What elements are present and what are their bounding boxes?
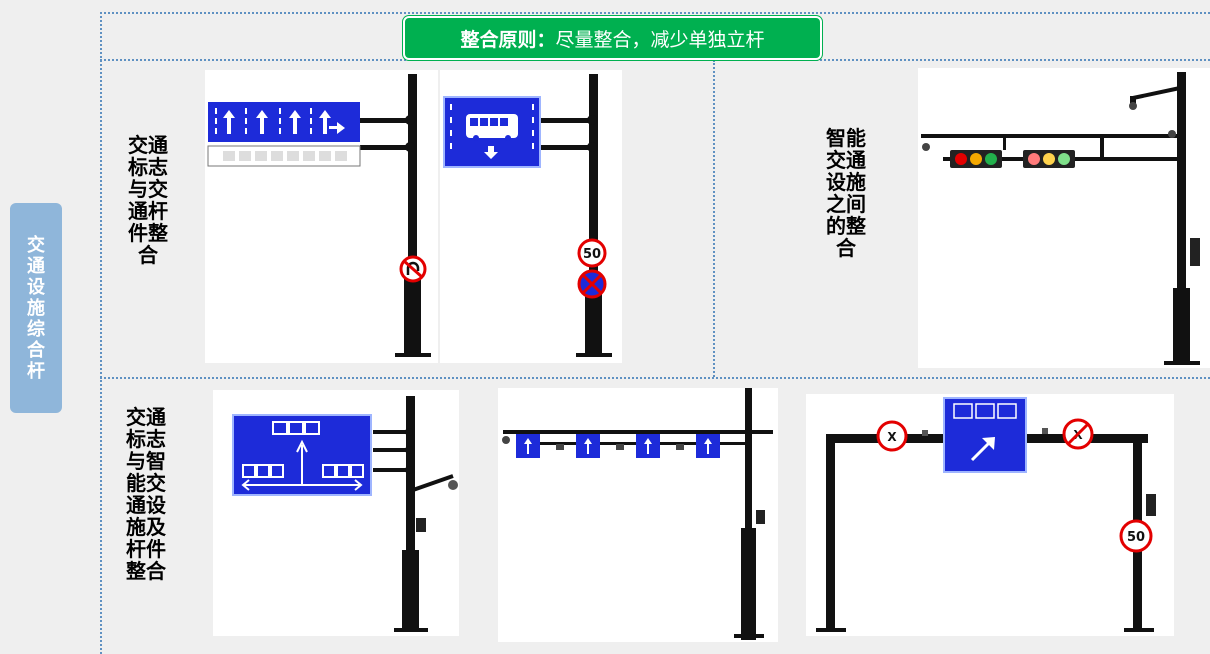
speed-limit-value-1: 50 <box>583 247 601 262</box>
signal-pole-illustration <box>921 72 1200 365</box>
category-sign-pole: 交通标志与交通杆件整合 <box>124 134 172 266</box>
traffic-light-right <box>1023 150 1075 168</box>
panel-frame-gantry: X X 50 <box>806 394 1174 636</box>
row-divider-top <box>100 59 1210 61</box>
no-entry-label-1: X <box>887 430 897 444</box>
speed-limit-value-2: 50 <box>1127 530 1145 545</box>
guide-sign <box>943 397 1027 473</box>
no-parking-sign <box>577 269 607 299</box>
row-divider-middle <box>100 377 1210 379</box>
speed-limit-sign-gantry: 50 <box>1119 519 1153 553</box>
category-smart-facilities: 智能交通设施之间的整合 <box>822 127 870 259</box>
side-category-tab: 交通设施综合杆 <box>10 203 62 413</box>
panel-gantry-lane-signs <box>498 388 778 642</box>
pole-illustration <box>373 396 458 632</box>
junction-direction-sign <box>232 414 372 496</box>
bus-lane-sign <box>443 96 541 168</box>
height-limit-sign-left: X <box>876 420 908 452</box>
speed-limit-sign: 50 <box>577 238 607 268</box>
height-limit-sign-right: X <box>1062 418 1094 450</box>
principle-text: 尽量整合，减少单独立杆 <box>555 28 765 51</box>
lane-direction-sign <box>208 102 360 142</box>
column-divider <box>713 60 715 377</box>
traffic-light-left <box>950 150 1002 168</box>
category-smart-facilities-label: 智能交通设施之间的整合 <box>826 126 866 260</box>
pole-illustration <box>360 74 431 357</box>
panel-bus-sign-pole: 50 <box>440 70 622 363</box>
panel-traffic-signal-pole <box>918 68 1210 368</box>
principle-banner: 整合原则： 尽量整合，减少单独立杆 <box>403 16 822 60</box>
category-sign-smart-pole-label: 交通标志与智能交通设施及杆件整合 <box>126 405 166 583</box>
pole-illustration <box>502 388 773 640</box>
side-category-label: 交通设施综合杆 <box>27 234 45 382</box>
gantry-cameras <box>556 444 684 450</box>
category-sign-pole-label: 交通标志与交通杆件整合 <box>128 133 168 267</box>
category-sign-smart-pole: 交通标志与智能交通设施及杆件整合 <box>122 406 170 582</box>
no-uturn-sign <box>399 255 427 283</box>
panel-lane-sign-pole <box>205 70 438 363</box>
dotted-frame <box>100 12 1210 654</box>
panel-direction-sign-camera <box>213 390 459 636</box>
lane-sign-lower-strip <box>207 145 361 167</box>
pole-illustration <box>537 74 612 357</box>
principle-title: 整合原则： <box>460 28 556 51</box>
